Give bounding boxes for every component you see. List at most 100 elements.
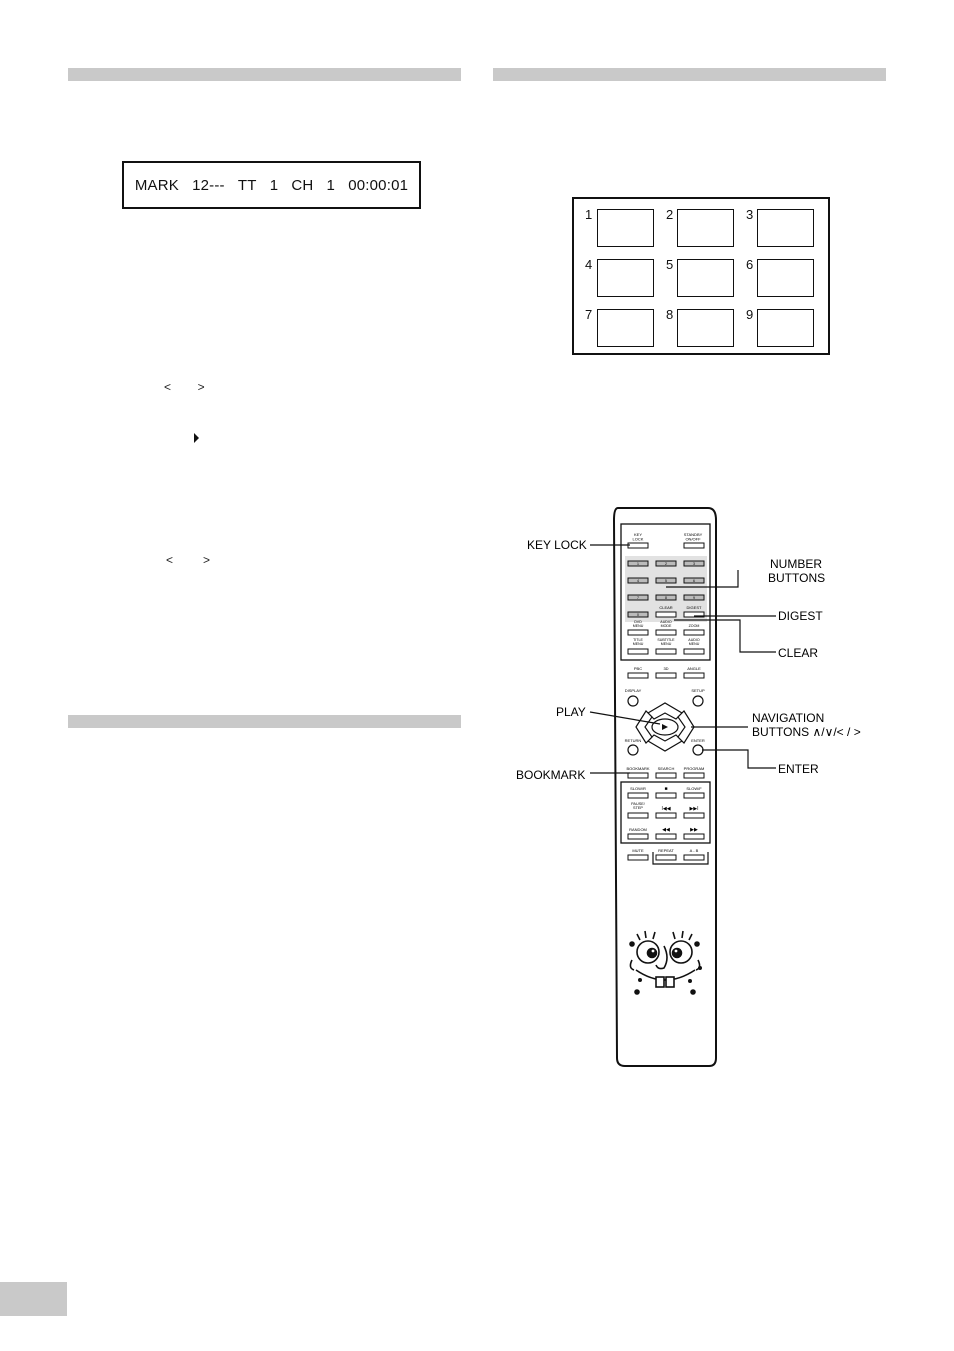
num-label-8: 8 [665,596,667,600]
play-icon [662,724,668,730]
rewind-label: ◀◀ [662,827,670,833]
key-lock-button [627,542,649,549]
num-btn-1 [627,560,649,567]
stop-button [655,792,677,799]
display-button [627,695,639,707]
pause-step-button [627,812,649,819]
angle-button [683,672,705,679]
section-bar-right-top [493,68,886,81]
nav-down-button [647,734,683,752]
mute-button [627,854,649,861]
nav-right-button [677,710,695,744]
digest-num-1: 1 [585,207,593,222]
num-btn-5 [655,577,677,584]
next-label: ▶▶I [689,806,698,812]
digest-thumb-5 [677,259,734,297]
callout-key-lock: KEY LOCK [527,538,587,552]
num-label-7: 7 [637,596,639,600]
zoom-label: ZOOM [689,624,700,628]
number-buttons: 1 2 3 4 5 6 7 8 9 0 [627,560,705,618]
stop-label: ■ [664,786,667,792]
digest-num-4: 4 [585,257,593,272]
section-bar-left-bottom [68,715,461,728]
dvd-menu-button [627,629,649,636]
return-button [627,744,639,756]
display-chapter-number: 1 [326,176,336,194]
digest-thumb-6 [757,259,814,297]
setup-btn-label: SETUP [691,688,705,693]
display-chapter-label: CH [291,176,314,194]
standby-button [683,542,705,549]
ab-label: A - B [690,848,699,853]
bookmark-button [627,772,649,779]
digest-num-8: 8 [666,307,674,322]
program-button [683,772,705,779]
line-number-buttons [666,570,739,588]
digest-thumb-4 [597,259,654,297]
digest-num-2: 2 [666,207,674,222]
num-label-0: 0 [637,613,639,617]
display-mark-number: 12--- [192,176,225,194]
clear-button [655,611,677,618]
arrow-glyphs-2: < > [166,553,211,567]
digest-btn-label: DIGEST [687,605,702,610]
bookmark-btn-label: BOOKMARK [626,766,649,771]
repeat-label: REPEAT [658,848,674,853]
prev-label: I◀◀ [661,806,670,812]
num-label-2: 2 [665,562,667,566]
display-btn-label: DISPLAY [625,688,642,693]
line-enter [702,749,776,769]
digest-thumb-7 [597,309,654,347]
program-btn-label: PROGRAM [684,766,705,771]
bookmark-display-readout: MARK 12--- TT 1 CH 1 00:00:01 [122,161,421,209]
digest-num-9: 9 [746,307,754,322]
digest-thumb-2 [677,209,734,247]
display-title-number: 1 [269,176,279,194]
callout-navigation-2: BUTTONS ∧/∨/< / > [752,725,861,739]
arrow-glyphs-1: < > [164,380,205,394]
digest-num-3: 3 [746,207,754,222]
repeat-button [655,854,677,861]
slow-f-button [683,792,705,799]
pbc-label: PBC [634,666,642,671]
nav-left-button [635,710,653,744]
digest-num-5: 5 [666,257,674,272]
display-time: 00:00:01 [348,176,409,194]
digest-grid: 1 2 3 4 5 6 7 8 9 [572,197,830,355]
repeat-group-frame [652,852,709,865]
num-label-3: 3 [693,562,695,566]
callout-number-1: NUMBER [770,557,822,571]
random-label: RANDOM [629,827,647,832]
digest-thumb-3 [757,209,814,247]
num-btn-9 [683,594,705,601]
num-btn-7 [627,594,649,601]
display-mark: MARK [134,176,179,194]
next-button [683,812,705,819]
transport-group-frame [620,781,711,844]
num-label-6: 6 [693,579,695,583]
audio-mode-button [655,629,677,636]
display-title-label: TT [237,176,257,194]
play-triangle-icon [194,433,199,443]
digest-button [683,611,705,618]
remote-body [612,507,717,1067]
num-label-4: 4 [637,579,639,583]
ab-button [683,854,705,861]
page-number-tab [0,1282,67,1316]
slow-r-label: SLOW/R [630,786,646,791]
slow-r-button [627,792,649,799]
pbc-button [627,672,649,679]
setup-button [692,695,704,707]
callout-bookmark: BOOKMARK [516,768,585,782]
num-btn-3 [683,560,705,567]
callout-navigation-1: NAVIGATION [752,711,824,725]
clear-btn-label: CLEAR [659,605,672,610]
num-label-9: 9 [693,596,695,600]
3d-button [655,672,677,679]
callout-digest: DIGEST [778,609,823,623]
num-btn-6 [683,577,705,584]
num-btn-8 [655,594,677,601]
